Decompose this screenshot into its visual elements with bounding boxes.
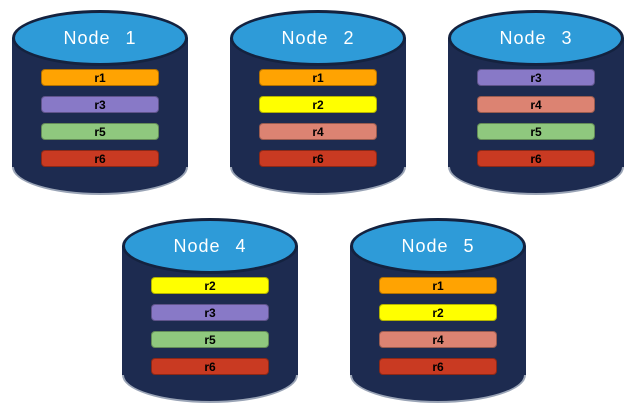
record-bar-r6: r6: [379, 358, 497, 375]
record-bar-r6: r6: [41, 150, 159, 167]
record-bar-r1: r1: [379, 277, 497, 294]
record-bar-r1: r1: [259, 69, 377, 86]
node-title: Node 1: [63, 27, 137, 48]
node-title: Node 3: [499, 27, 573, 48]
record-bar-r3: r3: [151, 304, 269, 321]
database-node-4: Node 4 r2 r3 r5 r6: [122, 218, 298, 403]
record-bar-r3: r3: [41, 96, 159, 113]
record-bar-r6: r6: [151, 358, 269, 375]
record-bar-r1: r1: [41, 69, 159, 86]
database-node-1: Node 1 r1 r3 r5 r6: [12, 10, 188, 195]
record-bar-r4: r4: [477, 96, 595, 113]
node-title: Node 5: [401, 235, 475, 256]
cylinder-top: Node 5: [350, 218, 526, 274]
node-title: Node 2: [281, 27, 355, 48]
node-row-bottom: Node 4 r2 r3 r5 r6 Node 5 r1 r2 r4 r6: [122, 218, 526, 403]
record-list: r1 r3 r5 r6: [41, 69, 159, 167]
record-bar-r6: r6: [259, 150, 377, 167]
database-node-3: Node 3 r3 r4 r5 r6: [448, 10, 624, 195]
cylinder-top: Node 2: [230, 10, 406, 66]
record-list: r3 r4 r5 r6: [477, 69, 595, 167]
record-bar-r6: r6: [477, 150, 595, 167]
record-bar-r2: r2: [151, 277, 269, 294]
database-node-2: Node 2 r1 r2 r4 r6: [230, 10, 406, 195]
record-bar-r3: r3: [477, 69, 595, 86]
record-list: r1 r2 r4 r6: [259, 69, 377, 167]
record-list: r1 r2 r4 r6: [379, 277, 497, 375]
node-title: Node 4: [173, 235, 247, 256]
record-bar-r5: r5: [477, 123, 595, 140]
record-bar-r5: r5: [151, 331, 269, 348]
cylinder-top: Node 4: [122, 218, 298, 274]
record-bar-r2: r2: [259, 96, 377, 113]
cylinder-top: Node 1: [12, 10, 188, 66]
node-row-top: Node 1 r1 r3 r5 r6 Node 2 r1 r2 r4 r6 Node 3 r…: [12, 10, 624, 195]
cylinder-top: Node 3: [448, 10, 624, 66]
record-bar-r4: r4: [379, 331, 497, 348]
record-bar-r4: r4: [259, 123, 377, 140]
record-bar-r5: r5: [41, 123, 159, 140]
record-bar-r2: r2: [379, 304, 497, 321]
record-list: r2 r3 r5 r6: [151, 277, 269, 375]
database-node-5: Node 5 r1 r2 r4 r6: [350, 218, 526, 403]
